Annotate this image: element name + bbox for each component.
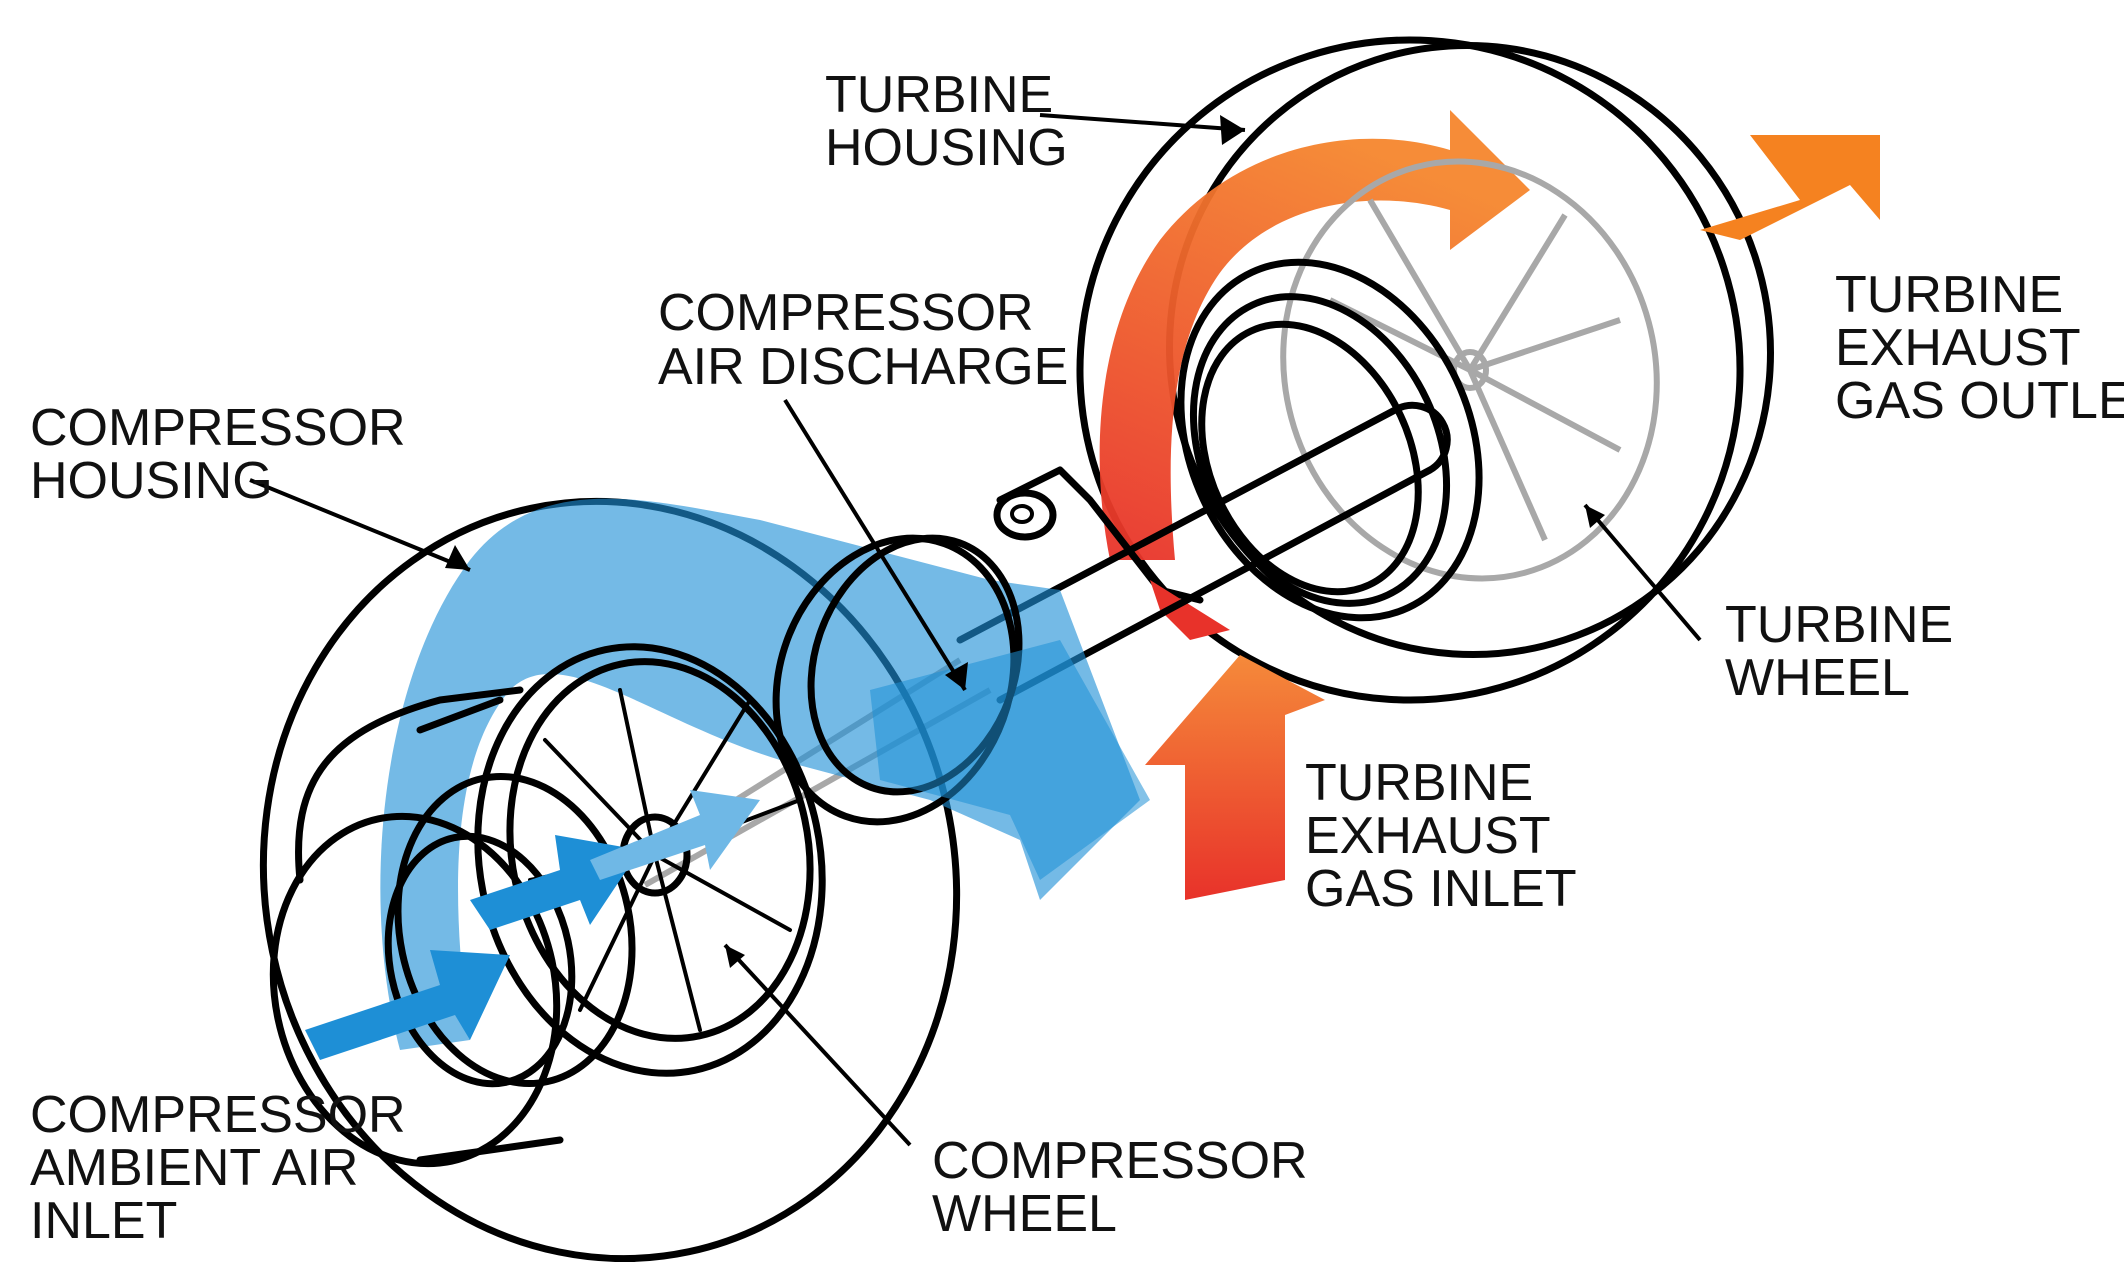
label-line: INLET: [30, 1192, 177, 1250]
label-line: AMBIENT AIR: [30, 1139, 358, 1197]
label-line: EXHAUST: [1305, 807, 1551, 865]
label-compressor-ambient-air-inlet: COMPRESSOR AMBIENT AIR INLET: [30, 1086, 406, 1250]
hot-gas-swirl: [1100, 110, 1530, 560]
label-line: HOUSING: [30, 452, 273, 510]
label-line: TURBINE: [1835, 266, 2063, 324]
label-line: WHEEL: [1725, 649, 1910, 707]
exhaust-gas-outlet-arrow: [1700, 135, 1880, 240]
label-compressor-housing: COMPRESSOR HOUSING: [30, 399, 406, 510]
label-line: TURBINE: [1305, 754, 1533, 812]
exhaust-gas-inlet-arrow: [1145, 655, 1325, 900]
label-turbine-wheel: TURBINE WHEEL: [1725, 596, 1953, 707]
label-line: WHEEL: [932, 1185, 1117, 1243]
label-line: HOUSING: [825, 119, 1068, 177]
label-compressor-air-discharge: COMPRESSOR AIR DISCHARGE: [658, 284, 1068, 396]
label-line: AIR DISCHARGE: [658, 338, 1068, 396]
label-line: TURBINE: [825, 66, 1053, 124]
label-line: COMPRESSOR: [30, 399, 406, 457]
label-turbine-exhaust-gas-inlet: TURBINE EXHAUST GAS INLET: [1305, 754, 1577, 918]
label-line: COMPRESSOR: [932, 1132, 1308, 1190]
label-turbine-housing: TURBINE HOUSING: [825, 66, 1068, 177]
label-line: COMPRESSOR: [30, 1086, 406, 1144]
label-line: EXHAUST: [1835, 319, 2081, 377]
label-line: GAS INLET: [1305, 860, 1577, 918]
label-compressor-wheel: COMPRESSOR WHEEL: [932, 1132, 1308, 1243]
label-line: COMPRESSOR: [658, 284, 1034, 342]
label-line: TURBINE: [1725, 596, 1953, 654]
